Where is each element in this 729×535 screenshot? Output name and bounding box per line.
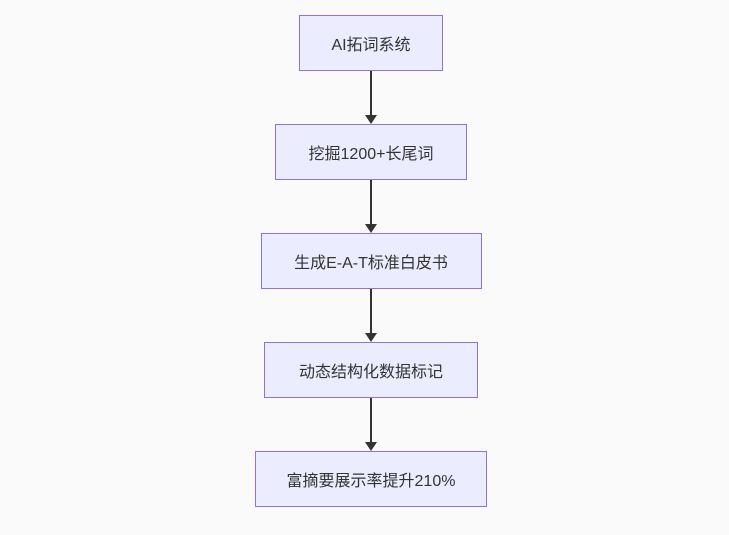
node-rich-snippet-rate-increase: 富摘要展示率提升210% <box>255 451 487 507</box>
flow-arrow-c-to-d <box>364 289 378 342</box>
arrow-down-icon <box>365 115 377 124</box>
arrow-down-icon <box>365 442 377 451</box>
arrow-line <box>370 398 372 443</box>
node-label: AI拓词系统 <box>331 37 411 54</box>
arrow-down-icon <box>365 333 377 342</box>
flowchart: AI拓词系统 挖掘1200+长尾词 生成E-A-T标准白皮书 动态结构化数据标记 <box>255 15 487 507</box>
arrow-down-icon <box>365 224 377 233</box>
node-ai-word-expansion-system: AI拓词系统 <box>299 15 443 71</box>
node-label: 动态结构化数据标记 <box>298 364 443 381</box>
arrow-line <box>370 289 372 334</box>
node-label: 生成E-A-T标准白皮书 <box>294 255 448 272</box>
arrow-line <box>370 71 372 116</box>
node-dynamic-structured-data-markup: 动态结构化数据标记 <box>264 342 478 398</box>
flow-arrow-b-to-c <box>364 180 378 233</box>
node-eat-standard-whitepaper: 生成E-A-T标准白皮书 <box>260 233 482 289</box>
flow-arrow-d-to-e <box>364 398 378 451</box>
node-label: 富摘要展示率提升210% <box>286 473 456 490</box>
arrow-line <box>370 180 372 225</box>
node-longtail-keyword-mining: 挖掘1200+长尾词 <box>275 124 467 180</box>
flow-arrow-a-to-b <box>364 71 378 124</box>
node-label: 挖掘1200+长尾词 <box>308 146 434 163</box>
